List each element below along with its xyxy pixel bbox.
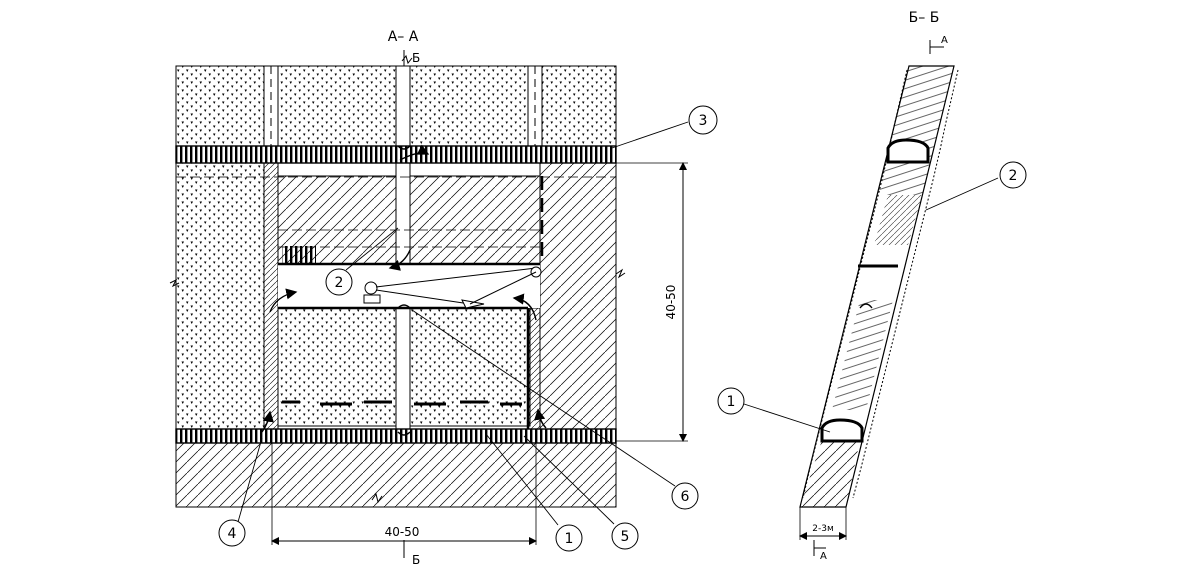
callout-5: 5 — [611, 522, 639, 550]
sub-level-drift — [278, 264, 540, 308]
side-upper-drift — [886, 138, 930, 164]
callout-2: 2 — [325, 268, 353, 296]
svg-text:5: 5 — [621, 529, 630, 545]
callout-1: 1 — [555, 524, 583, 552]
svg-text:2: 2 — [335, 275, 344, 291]
bottom-rock-zone — [175, 442, 617, 508]
svg-text:2: 2 — [1009, 168, 1018, 184]
side-section — [743, 40, 999, 556]
right-rock-zone — [539, 162, 617, 430]
cut-label-top: Б — [412, 51, 420, 65]
lower-blast-rows — [282, 400, 522, 406]
svg-text:4: 4 — [228, 526, 237, 542]
height-dimension-label: 40-50 — [664, 285, 678, 320]
main-section — [169, 50, 626, 558]
raise-mid-lower — [395, 307, 411, 430]
svg-text:3: 3 — [699, 113, 708, 129]
svg-text:1: 1 — [565, 531, 574, 547]
left-ore-zone — [175, 162, 265, 430]
callout-leaders — [237, 121, 689, 526]
width-dimension-label: 40-50 — [385, 525, 420, 539]
side-cut-label-bottom: А — [820, 551, 827, 562]
upper-drift — [175, 145, 617, 164]
raise-mid-upper — [395, 65, 411, 147]
height-dimension — [616, 162, 688, 442]
cut-label-bottom: Б — [412, 553, 420, 567]
section-title-side: Б– Б — [909, 10, 940, 26]
side-dimension-label: 2-3м — [812, 524, 834, 534]
lower-drift — [175, 428, 617, 444]
callout-6: 6 — [671, 482, 699, 510]
side-cut-label-top: А — [941, 35, 948, 46]
raise-mid-stope — [395, 162, 411, 265]
svg-text:1: 1 — [727, 394, 736, 410]
side-callout-2: 2 — [999, 161, 1027, 189]
callout-3: 3 — [688, 105, 718, 135]
airflow-arrows — [261, 144, 547, 433]
side-callout-1: 1 — [717, 387, 745, 415]
scraper-winch — [363, 266, 542, 309]
svg-text:6: 6 — [681, 489, 690, 505]
section-title-main: А– А — [388, 29, 419, 45]
callout-4: 4 — [218, 519, 246, 547]
side-lower-drift — [820, 418, 864, 443]
left-support-column — [263, 162, 279, 430]
